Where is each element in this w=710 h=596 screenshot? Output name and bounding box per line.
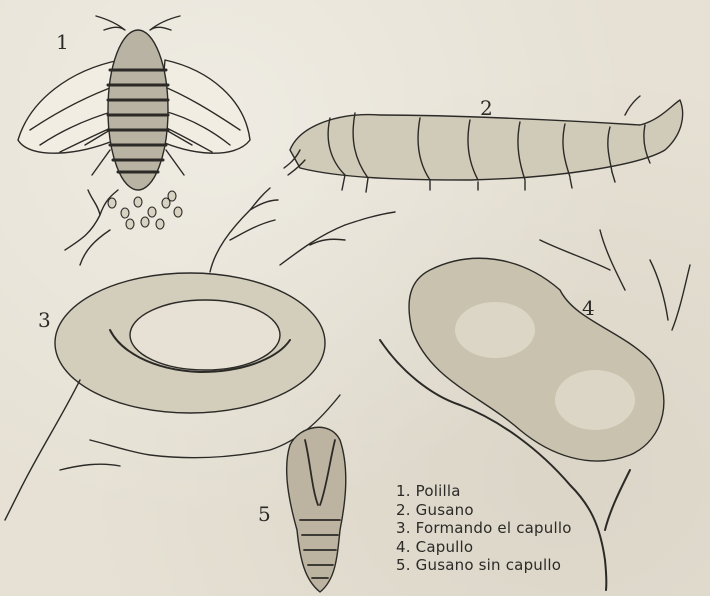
- figure-number-pupa: 5: [258, 502, 271, 526]
- legend-item: 1. Polilla: [396, 482, 572, 501]
- figure-number-forming: 3: [38, 308, 51, 332]
- figure-number-moth: 1: [56, 30, 69, 54]
- legend-item: 3. Formando el capullo: [396, 519, 572, 538]
- legend: 1. Polilla 2. Gusano 3. Formando el capu…: [396, 482, 572, 575]
- legend-item: 4. Capullo: [396, 538, 572, 557]
- pupa-drawing: [287, 427, 346, 592]
- moth-drawing: [18, 16, 250, 229]
- figure-number-cocoon: 4: [582, 296, 595, 320]
- legend-item: 2. Gusano: [396, 501, 572, 520]
- figure-number-worm: 2: [480, 96, 493, 120]
- legend-item: 5. Gusano sin capullo: [396, 556, 572, 575]
